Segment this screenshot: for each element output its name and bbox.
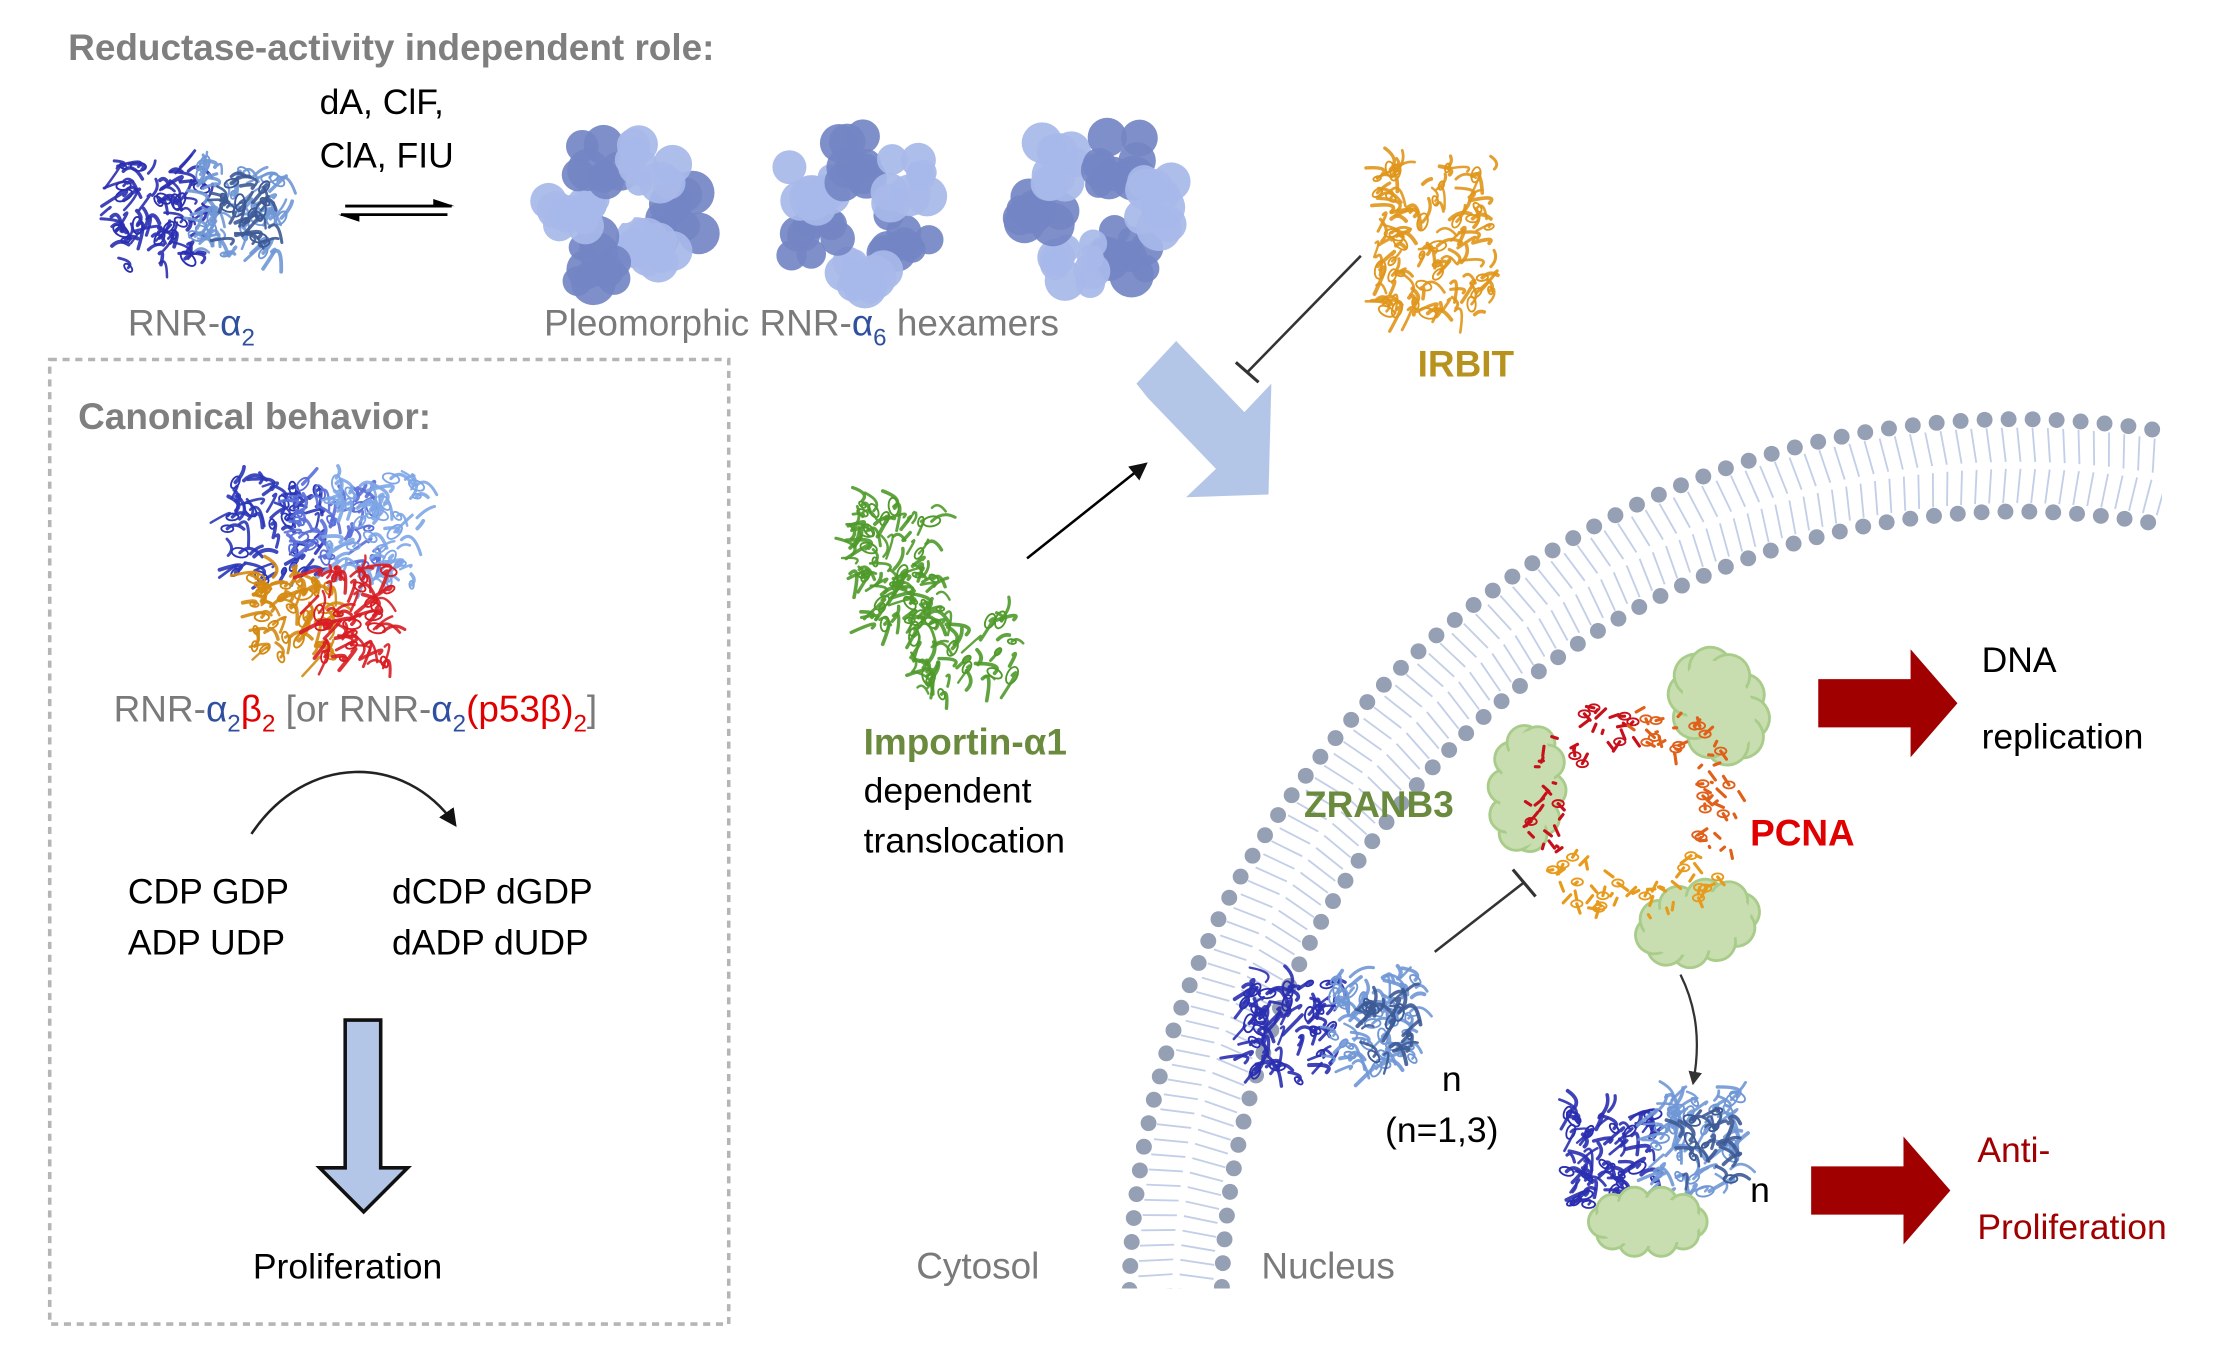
canonical-behavior-box [47, 357, 731, 1326]
hexamer-2-icon [772, 119, 948, 309]
irbit-structure-icon [1364, 146, 1500, 334]
proliferation-label: Proliferation [253, 1247, 442, 1287]
zranb3-blob-top-icon [1666, 645, 1771, 767]
importin-label: Importin-α1 [864, 721, 1067, 762]
anti-line1: Anti- [1977, 1130, 2050, 1170]
ligands-line1: dA, ClF, [320, 82, 444, 122]
proliferation-down-arrow-icon [315, 1018, 412, 1215]
rnr-zranb3-complex-structure-icon [1558, 1080, 1756, 1258]
n-label: n [1442, 1059, 1462, 1099]
pcna-ring-structure-icon [1522, 703, 1746, 920]
equilibrium-arrows-icon [338, 198, 455, 222]
zranb3-blob-left-icon [1486, 724, 1568, 853]
n-label-2: n [1750, 1170, 1770, 1210]
reduction-arrow-icon [250, 770, 457, 835]
ligands-line2: ClA, FIU [320, 136, 454, 176]
dna-line2: replication [1982, 717, 2144, 757]
n-values-label: (n=1,3) [1385, 1110, 1498, 1150]
hexamer-1-icon [530, 124, 720, 306]
rnr-alpha2beta2-structure-icon [209, 464, 439, 679]
nucleus-label: Nucleus [1261, 1246, 1394, 1287]
anti-proliferation-arrow-icon [1811, 1136, 1951, 1245]
products-line1: dCDP dGDP [392, 872, 593, 912]
irbit-label: IRBIT [1418, 344, 1515, 385]
irbit-inhibition-icon [1234, 254, 1362, 384]
alpha2beta2-label: RNR-α2β2 [or RNR-α2(p53β)2] [114, 689, 598, 738]
products-line2: dADP dUDP [392, 923, 589, 963]
importin-line2: dependent [864, 771, 1032, 811]
independent-role-title: Reductase-activity independent role: [68, 27, 714, 68]
rnr-pcna-inhibition-icon [1433, 868, 1537, 953]
rnr-alpha-oligomer-structure-icon [1219, 964, 1433, 1088]
dna-line1: DNA [1982, 640, 2057, 680]
importin-structure-icon [834, 485, 1025, 710]
hexamer-label: Pleomorphic RNR-α6 hexamers [544, 302, 1059, 351]
hexamer-3-icon [1002, 117, 1191, 301]
dna-replication-arrow-icon [1818, 649, 1958, 758]
rnr-alpha2-structure-icon [99, 149, 297, 279]
rnr-alpha2-label: RNR-α2 [128, 302, 255, 351]
cytosol-label: Cytosol [916, 1246, 1039, 1287]
canonical-behavior-title: Canonical behavior: [78, 396, 431, 437]
anti-line2: Proliferation [1977, 1207, 2166, 1247]
nuclear-entry-arrow-icon [1136, 341, 1272, 498]
pcna-to-complex-arrow-icon [1679, 974, 1702, 1086]
pcna-label: PCNA [1750, 812, 1855, 853]
substrates-line2: ADP UDP [128, 923, 285, 963]
substrates-line1: CDP GDP [128, 872, 289, 912]
importin-arrow-icon [1026, 462, 1148, 560]
zranb3-label: ZRANB3 [1304, 784, 1454, 825]
importin-line3: translocation [864, 820, 1065, 860]
